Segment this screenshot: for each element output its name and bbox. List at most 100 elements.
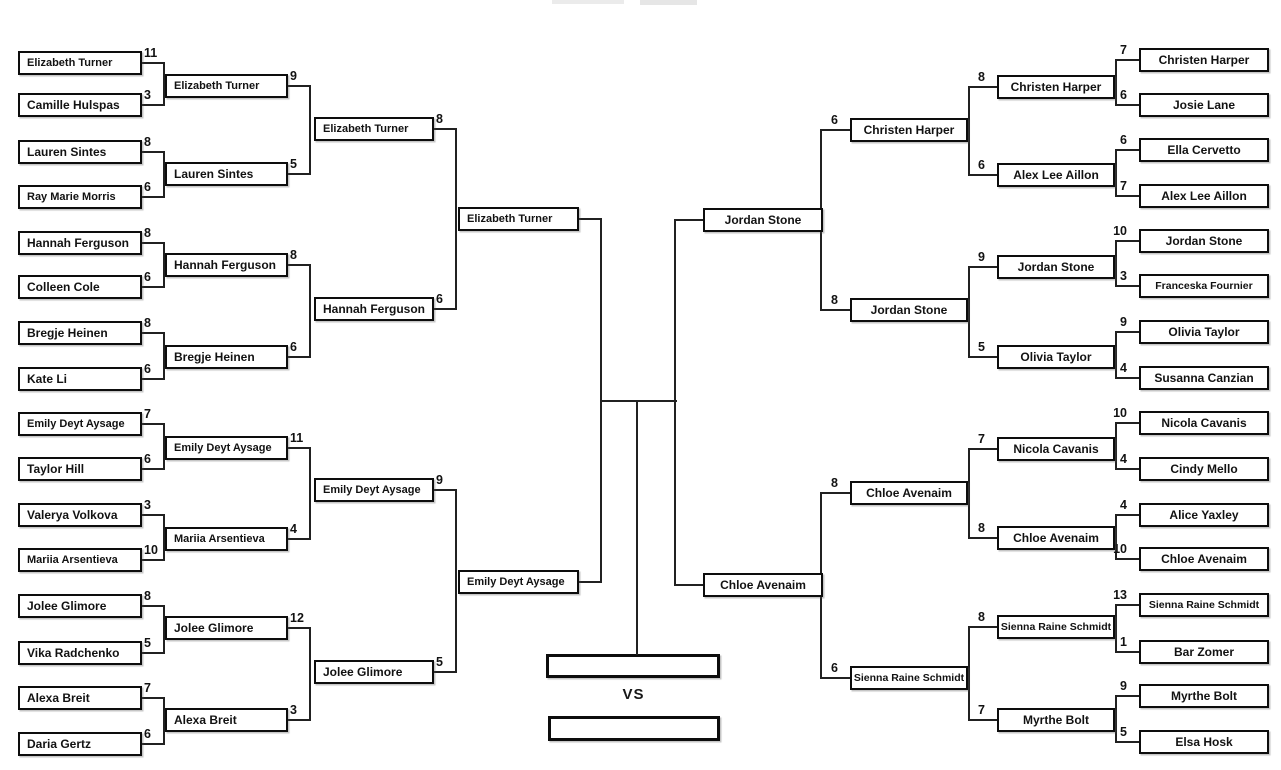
player-name: Jordan Stone — [1017, 260, 1095, 274]
connector-line — [1115, 331, 1117, 379]
player-name: Christen Harper — [1158, 53, 1250, 67]
player-name: Elizabeth Turner — [27, 57, 113, 69]
score-label: 8 — [144, 226, 151, 240]
connector-line — [1115, 651, 1141, 653]
connector-line — [675, 584, 703, 586]
player-box-left-round3: Jolee Glimore — [314, 660, 434, 684]
connector-line — [140, 514, 165, 516]
score-label: 6 — [1120, 133, 1127, 147]
connector-line — [309, 627, 311, 721]
connector-line — [163, 697, 165, 745]
cropped-title-remnant — [640, 0, 697, 5]
player-box-left-round2: Jolee Glimore — [165, 616, 288, 640]
connector-line — [968, 448, 970, 539]
player-box-right-round1: Christen Harper — [1139, 48, 1269, 72]
score-label: 3 — [144, 498, 151, 512]
player-box-right-round1: Myrthe Bolt — [1139, 684, 1269, 708]
player-box-left-round1: Ray Marie Morris — [18, 185, 142, 209]
connector-line — [286, 627, 311, 629]
player-box-left-round1: Vika Radchenko — [18, 641, 142, 665]
score-label: 6 — [831, 661, 838, 675]
connector-line — [1115, 695, 1117, 743]
player-box-left-round1: Camille Hulspas — [18, 93, 142, 117]
player-box-right-round2: Sienna Raine Schmidt — [997, 615, 1115, 639]
player-box-right-round3: Christen Harper — [850, 118, 968, 142]
player-box-left-round1: Emily Deyt Aysage — [18, 412, 142, 436]
score-label: 8 — [436, 112, 443, 126]
player-box-left-round2: Bregje Heinen — [165, 345, 288, 369]
connector-line — [1115, 285, 1141, 287]
score-label: 6 — [144, 727, 151, 741]
player-box-right-round1: Jordan Stone — [1139, 229, 1269, 253]
score-label: 6 — [144, 362, 151, 376]
player-box-right-round2: Jordan Stone — [997, 255, 1115, 279]
connector-line — [1115, 514, 1141, 516]
score-label: 5 — [144, 636, 151, 650]
player-box-left-semifinal: Elizabeth Turner — [458, 207, 579, 231]
connector-line — [968, 537, 999, 539]
player-box-right-round2: Christen Harper — [997, 75, 1115, 99]
score-label: 6 — [144, 270, 151, 284]
score-label: 4 — [1120, 452, 1127, 466]
connector-line — [163, 151, 165, 198]
connector-line — [163, 242, 165, 288]
connector-line — [286, 538, 311, 540]
score-label: 7 — [978, 432, 985, 446]
player-box-left-round1: Elizabeth Turner — [18, 51, 142, 75]
player-box-right-semifinal: Jordan Stone — [703, 208, 823, 232]
connector-line — [1115, 422, 1141, 424]
player-box-right-round1: Franceska Fournier — [1139, 274, 1269, 298]
player-box-left-semifinal: Emily Deyt Aysage — [458, 570, 579, 594]
player-name: Sienna Raine Schmidt — [1000, 621, 1112, 633]
connector-line — [286, 85, 311, 87]
player-name: Elizabeth Turner — [323, 123, 409, 135]
connector-line — [455, 128, 457, 310]
connector-line — [140, 697, 165, 699]
connector-line — [675, 219, 703, 221]
final-slot-top — [546, 654, 720, 678]
player-box-left-round1: Daria Gertz — [18, 732, 142, 756]
player-box-left-round1: Jolee Glimore — [18, 594, 142, 618]
score-label: 3 — [290, 703, 297, 717]
connector-line — [432, 671, 457, 673]
player-box-right-round3: Chloe Avenaim — [850, 481, 968, 505]
player-box-left-round1: Hannah Ferguson — [18, 231, 142, 255]
player-name: Myrthe Bolt — [1171, 689, 1237, 703]
connector-line — [968, 86, 970, 176]
player-name: Christen Harper — [1010, 80, 1102, 94]
player-name: Sienna Raine Schmidt — [853, 672, 965, 684]
player-box-right-round1: Ella Cervetto — [1139, 138, 1269, 162]
player-box-right-round2: Myrthe Bolt — [997, 708, 1115, 732]
player-name: Olivia Taylor — [1168, 325, 1240, 339]
player-name: Chloe Avenaim — [866, 486, 952, 500]
player-box-right-round1: Alex Lee Aillon — [1139, 184, 1269, 208]
connector-line — [163, 605, 165, 654]
score-label: 4 — [1120, 498, 1127, 512]
player-name: Alex Lee Aillon — [1013, 168, 1099, 182]
score-label: 8 — [144, 589, 151, 603]
connector-line — [140, 196, 165, 198]
player-name: Emily Deyt Aysage — [323, 484, 421, 496]
score-label: 9 — [978, 250, 985, 264]
connector-line — [1115, 604, 1141, 606]
player-name: Camille Hulspas — [27, 98, 120, 112]
connector-line — [286, 447, 311, 449]
player-box-left-round1: Alexa Breit — [18, 686, 142, 710]
score-label: 10 — [1113, 406, 1127, 420]
player-box-left-round2: Elizabeth Turner — [165, 74, 288, 98]
player-name: Ray Marie Morris — [27, 191, 116, 203]
player-box-left-round2: Lauren Sintes — [165, 162, 288, 186]
player-name: Ella Cervetto — [1167, 143, 1241, 157]
player-box-left-round1: Valerya Volkova — [18, 503, 142, 527]
player-name: Christen Harper — [863, 123, 955, 137]
player-name: Alice Yaxley — [1169, 508, 1239, 522]
final-slot-bottom — [548, 716, 720, 741]
score-label: 7 — [144, 681, 151, 695]
player-box-right-round2: Nicola Cavanis — [997, 437, 1115, 461]
connector-line — [432, 308, 457, 310]
player-box-left-round3: Emily Deyt Aysage — [314, 478, 434, 502]
player-name: Sienna Raine Schmidt — [1148, 599, 1260, 611]
connector-line — [140, 743, 165, 745]
connector-line — [286, 173, 311, 175]
player-box-right-round3: Sienna Raine Schmidt — [850, 666, 968, 690]
